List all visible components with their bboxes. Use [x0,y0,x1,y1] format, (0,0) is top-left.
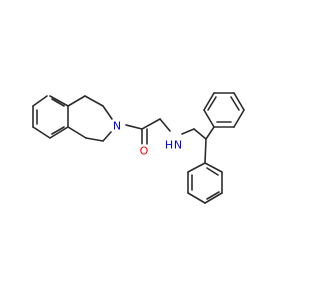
bond [181,128,195,135]
bond [125,124,143,130]
double-bond-inner [206,191,220,200]
atom-labels: N O H N [110,119,183,158]
bond [203,92,215,111]
ring-nitrogen-atom: N [110,119,124,133]
structure-diagram: N O H N [32,92,245,204]
bond [67,126,87,139]
bond [67,95,86,107]
double-bond-inner [206,167,219,176]
oxygen-label: O [140,145,149,158]
oxygen-atom: O [137,144,151,158]
bond [204,162,223,173]
bond [49,126,69,139]
double-bond-inner [51,98,65,107]
bond [141,118,161,130]
bond [204,192,223,204]
ring-nitrogen-label: N [113,120,121,133]
double-bond-inner [51,126,65,135]
bond [205,126,215,140]
bond [102,131,112,142]
bond [32,126,51,139]
bond-layer [32,92,245,204]
bond [84,95,104,107]
double-bond-inner [207,96,217,111]
bond [233,92,245,111]
bond [49,95,69,107]
bond [203,109,215,128]
bond [187,192,206,204]
bond [193,128,207,140]
bond [187,162,206,173]
bond [233,109,245,128]
bond [102,105,113,120]
bond [159,118,171,132]
bond [85,137,104,142]
double-bond-inner [230,96,240,111]
amine-nitrogen-label: N [174,139,182,152]
bond [204,138,207,164]
bond [32,95,48,107]
amine-nitrogen-atom: H N [165,137,183,153]
amine-hydrogen-label: H [165,139,173,152]
